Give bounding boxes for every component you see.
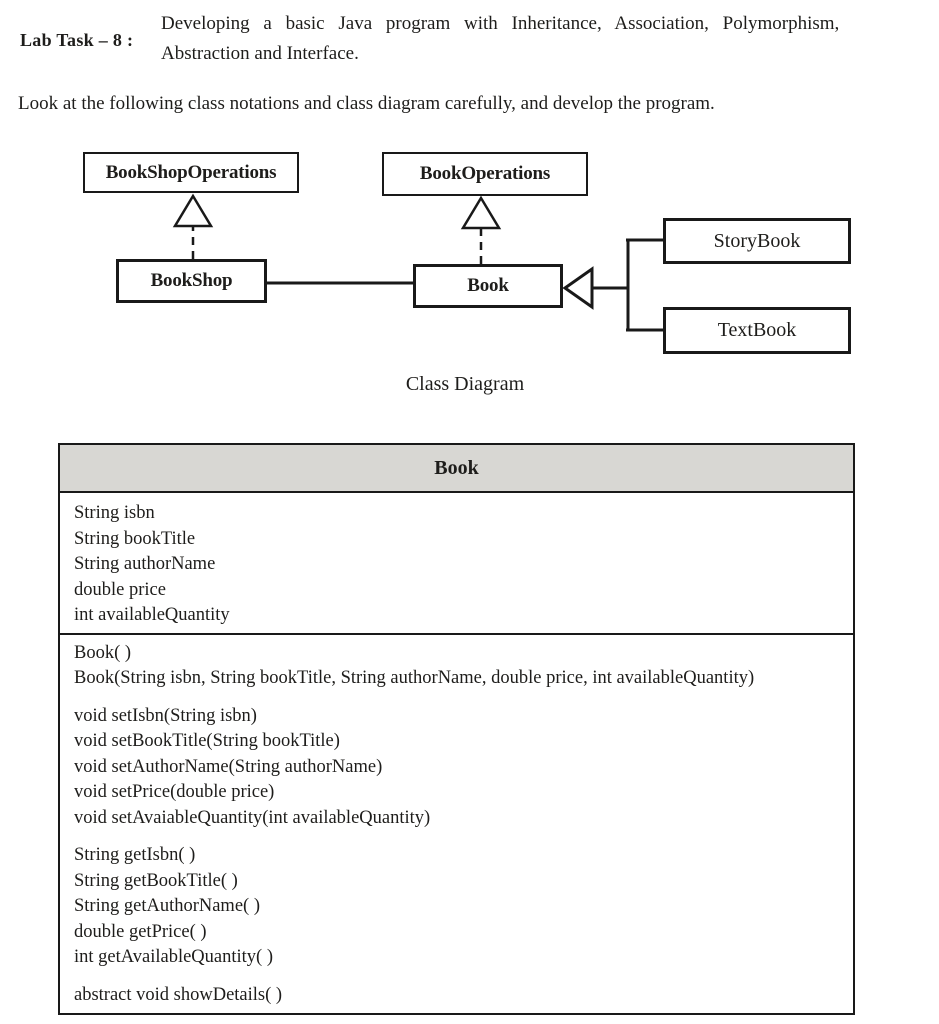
task-description-line2: Abstraction and Interface. — [161, 43, 359, 64]
uml-attribute: int availableQuantity — [74, 605, 230, 625]
instruction-text: Look at the following class notations an… — [18, 93, 715, 114]
interface-box-bookshopoperations: BookShopOperations — [83, 152, 299, 193]
class-diagram: BookShopOperations BookOperations BookSh… — [0, 0, 939, 430]
uml-attribute: String authorName — [74, 554, 216, 574]
uml-method: void setAuthorName(String authorName) — [74, 756, 383, 777]
method-group: Book( ) Book(String isbn, String bookTitl… — [74, 641, 839, 692]
method-group: abstract void showDetails( ) — [74, 983, 839, 1009]
class-box-book: Book — [413, 264, 563, 308]
realization-triangle-bookshopoperations — [172, 193, 214, 228]
uml-method: String getIsbn( ) — [74, 845, 196, 865]
uml-method: int getAvailableQuantity( ) — [74, 947, 273, 967]
uml-class-name: Book — [60, 445, 853, 493]
uml-method: void setBookTitle(String bookTitle) — [74, 731, 340, 751]
uml-method: void setPrice(double price) — [74, 782, 275, 802]
uml-attribute: double price — [74, 579, 166, 600]
uml-method: void setIsbn(String isbn) — [74, 705, 257, 726]
lab-task-label: Lab Task – 8 : — [20, 30, 134, 50]
uml-method: double getPrice( ) — [74, 921, 207, 942]
diagram-caption: Class Diagram — [405, 373, 525, 395]
realization-triangle-bookoperations — [460, 195, 502, 230]
uml-method: abstract void showDetails( ) — [74, 984, 283, 1005]
uml-method: Book( ) — [74, 642, 132, 663]
class-box-storybook: StoryBook — [663, 218, 851, 264]
uml-methods-section: Book( ) Book(String isbn, String bookTitl… — [60, 635, 853, 1014]
class-box-bookshop: BookShop — [116, 259, 267, 303]
uml-method: void setAvaiableQuantity(int availableQu… — [74, 807, 431, 828]
task-description-line1: Developing a basic Java program with Inh… — [161, 13, 840, 34]
method-group: void setIsbn(String isbn) void setBookTit… — [74, 704, 839, 832]
uml-method: String getAuthorName( ) — [74, 896, 260, 916]
uml-attribute: String isbn — [74, 503, 155, 523]
class-box-textbook: TextBook — [663, 307, 851, 354]
interface-box-bookoperations: BookOperations — [382, 152, 588, 196]
uml-method: String getBookTitle( ) — [74, 870, 238, 891]
diagram-connectors — [172, 193, 663, 332]
method-group: String getIsbn( ) String getBookTitle( ) S… — [74, 843, 839, 971]
generalization-triangle-book — [562, 266, 594, 310]
uml-attribute: String bookTitle — [74, 528, 196, 549]
uml-method: Book(String isbn, String bookTitle, Stri… — [74, 668, 755, 688]
